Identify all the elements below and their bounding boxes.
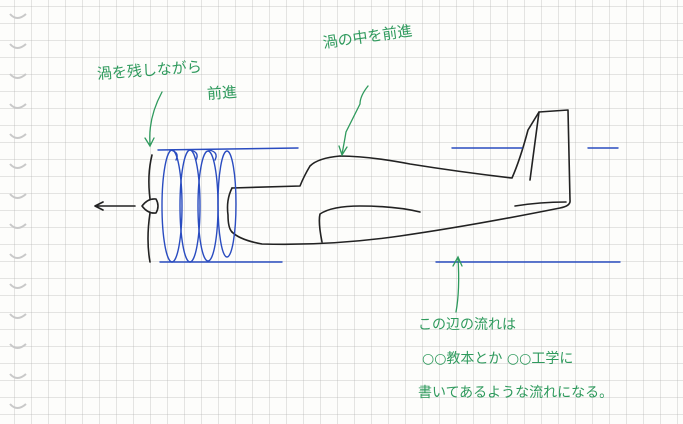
- vortex-spiral-top: [169, 149, 217, 161]
- vortex-sketch: [157, 147, 621, 263]
- airplane: [94, 109, 571, 263]
- upper-flow-line-left: [157, 147, 299, 151]
- tailplane: [514, 201, 567, 207]
- arrow-bottom-note: [452, 255, 463, 313]
- fuselage-nose: [226, 187, 233, 233]
- vortex-ring-3: [197, 150, 219, 262]
- note-flow-here: この辺の流れは: [418, 317, 516, 333]
- wing: [318, 205, 421, 243]
- propeller-blade-top: [148, 154, 153, 200]
- tail-fin: [529, 111, 540, 181]
- binder-holes: [9, 13, 27, 409]
- fuselage-top: [231, 109, 571, 246]
- flight-arrow: [94, 201, 136, 211]
- spinner: [141, 198, 159, 214]
- note-advance-left: 前進: [206, 82, 238, 103]
- annotation-arrows: [144, 85, 463, 313]
- vortex-ring-4: [217, 150, 237, 258]
- vortex-ring-1: [161, 149, 183, 263]
- propeller-blade-bottom: [147, 212, 151, 263]
- arrow-top-note: [338, 85, 369, 157]
- note-textbooks: ○○教本とか ○○工学に: [422, 351, 574, 367]
- arrow-left-note: [144, 91, 163, 148]
- vortex-ring-2: [179, 149, 201, 263]
- note-flow-as-written: 書いてあるような流れになる。: [418, 385, 614, 401]
